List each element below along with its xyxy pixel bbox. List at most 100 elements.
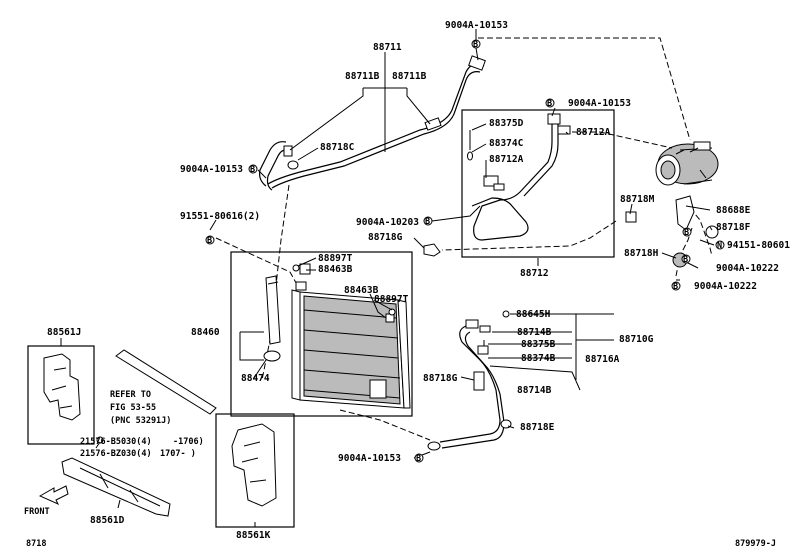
label-9004A-10153-r1[interactable]: 9004A-10153 <box>568 98 631 109</box>
bracket-88688E-drawing <box>672 195 719 268</box>
rubber-strip-drawing <box>115 349 217 415</box>
compressor-drawing <box>655 141 719 186</box>
label-91551-80616[interactable]: 91551-80616(2) <box>180 211 260 222</box>
svg-text:B: B <box>250 165 255 175</box>
label-21576-B5030[interactable]: 21576-B5030(4) <box>80 437 152 447</box>
label-88474[interactable]: 88474 <box>241 373 270 384</box>
label-88718F[interactable]: 88718F <box>716 222 751 233</box>
condenser-88460-drawing <box>291 281 411 409</box>
condenser-frame <box>230 251 413 417</box>
label-page-code: 8718 <box>26 539 46 549</box>
label-88688E[interactable]: 88688E <box>716 205 751 216</box>
label-88718H[interactable]: 88718H <box>624 248 659 259</box>
seal-88561J-drawing <box>43 353 81 421</box>
pipe-88712-drawing <box>467 113 571 241</box>
dash-88712A-compressor <box>572 131 673 149</box>
label-88718G-upper[interactable]: 88718G <box>368 232 403 243</box>
bracket-88718M <box>625 211 637 223</box>
label-88718G-lower[interactable]: 88718G <box>423 373 458 384</box>
callout-b-10222a: B <box>681 254 691 265</box>
label-88375B[interactable]: 88375B <box>521 339 556 350</box>
label-refer-pnc: (PNC 53291J) <box>110 416 171 426</box>
label-9004A-10222-b[interactable]: 9004A-10222 <box>694 281 757 292</box>
svg-text:B: B <box>547 99 552 109</box>
label-88714B-lower[interactable]: 88714B <box>517 385 552 396</box>
label-94151-80601[interactable]: 94151-80601 <box>727 240 790 251</box>
label-9004A-10153-top[interactable]: 9004A-10153 <box>445 20 508 31</box>
label-9004A-10153-left[interactable]: 9004A-10153 <box>180 164 243 175</box>
label-88463B-upper[interactable]: 88463B <box>318 264 353 275</box>
label-88712A-left[interactable]: 88712A <box>489 154 524 165</box>
label-88710G[interactable]: 88710G <box>619 334 654 345</box>
label-88712[interactable]: 88712 <box>520 268 549 279</box>
dash-88712-bracket <box>441 220 617 251</box>
svg-text:B: B <box>207 236 212 246</box>
label-88711[interactable]: 88711 <box>373 42 402 53</box>
callout-b-bottom: B <box>414 453 424 464</box>
svg-text:B: B <box>473 40 478 50</box>
label-88711B-left[interactable]: 88711B <box>345 71 380 82</box>
label-88375D[interactable]: 88375D <box>489 118 524 129</box>
label-21576-BZ030-range: 1707- ) <box>160 449 196 459</box>
pad-88474-drawing <box>263 275 281 362</box>
label-9004A-10222-a[interactable]: 9004A-10222 <box>716 263 779 274</box>
label-88718C[interactable]: 88718C <box>320 142 355 153</box>
callout-b-10203: B <box>423 216 433 227</box>
label-88712A-right[interactable]: 88712A <box>576 127 611 138</box>
front-arrow-icon <box>38 485 69 506</box>
pipe-88710G-drawing <box>427 319 512 451</box>
svg-text:N: N <box>717 241 722 251</box>
label-88463B-lower[interactable]: 88463B <box>344 285 379 296</box>
callout-b-10222b: B <box>671 281 681 292</box>
label-88718M[interactable]: 88718M <box>620 194 655 205</box>
label-88897T-right[interactable]: 88897T <box>374 294 409 305</box>
callout-b-bracket: B <box>682 227 692 238</box>
label-88561J[interactable]: 88561J <box>47 327 81 338</box>
label-88561K[interactable]: 88561K <box>236 530 271 541</box>
label-88374B[interactable]: 88374B <box>521 353 556 364</box>
svg-text:B: B <box>425 217 430 227</box>
label-88645H[interactable]: 88645H <box>516 309 551 320</box>
dash-condenser-88710G <box>339 409 431 441</box>
bracket-88718G-upper <box>423 243 441 257</box>
callout-b-91551: B <box>205 235 215 246</box>
pipe-88712-frame <box>461 109 615 258</box>
dash-91551 <box>215 237 301 291</box>
label-21576-B5030-range: -1706) <box>173 437 204 447</box>
label-9004A-10153-bottom[interactable]: 9004A-10153 <box>338 453 401 464</box>
duct-88561D-drawing <box>61 436 171 517</box>
svg-text:B: B <box>673 282 678 292</box>
leader-lines <box>60 29 715 527</box>
label-illustration-code: 879979-J <box>735 539 776 549</box>
callout-b-r1: B <box>545 98 555 109</box>
label-88897T-upper[interactable]: 88897T <box>318 253 353 264</box>
label-88714B-upper[interactable]: 88714B <box>517 327 552 338</box>
callout-b-left: B <box>248 164 258 175</box>
label-88716A[interactable]: 88716A <box>585 354 620 365</box>
label-88718E[interactable]: 88718E <box>520 422 555 433</box>
dash-compressor-bracket <box>689 207 713 257</box>
fastener-88897T-right <box>388 308 396 316</box>
label-refer-to: REFER TO <box>110 390 151 400</box>
callout-b-top: B <box>471 39 481 50</box>
svg-text:B: B <box>683 255 688 265</box>
label-9004A-10203[interactable]: 9004A-10203 <box>356 217 419 228</box>
callout-n-94151: N <box>715 240 725 251</box>
fastener-88463B-upper <box>299 263 311 275</box>
svg-text:B: B <box>684 228 689 238</box>
fastener-88897T-upper <box>292 264 300 272</box>
label-21576-BZ030[interactable]: 21576-BZ030(4) <box>80 449 152 459</box>
fastener-88645H <box>502 310 510 318</box>
pipe-88711-drawing <box>259 55 486 191</box>
label-88374C[interactable]: 88374C <box>489 138 524 149</box>
label-refer-fig[interactable]: FIG 53-55 <box>110 403 156 413</box>
svg-text:B: B <box>416 454 421 464</box>
label-88711B-right[interactable]: 88711B <box>392 71 427 82</box>
label-88561D[interactable]: 88561D <box>90 515 125 526</box>
seal-88561K-drawing <box>231 423 277 507</box>
label-front: FRONT <box>24 507 50 517</box>
label-88460[interactable]: 88460 <box>191 327 220 338</box>
dash-top-compressor <box>478 37 691 141</box>
